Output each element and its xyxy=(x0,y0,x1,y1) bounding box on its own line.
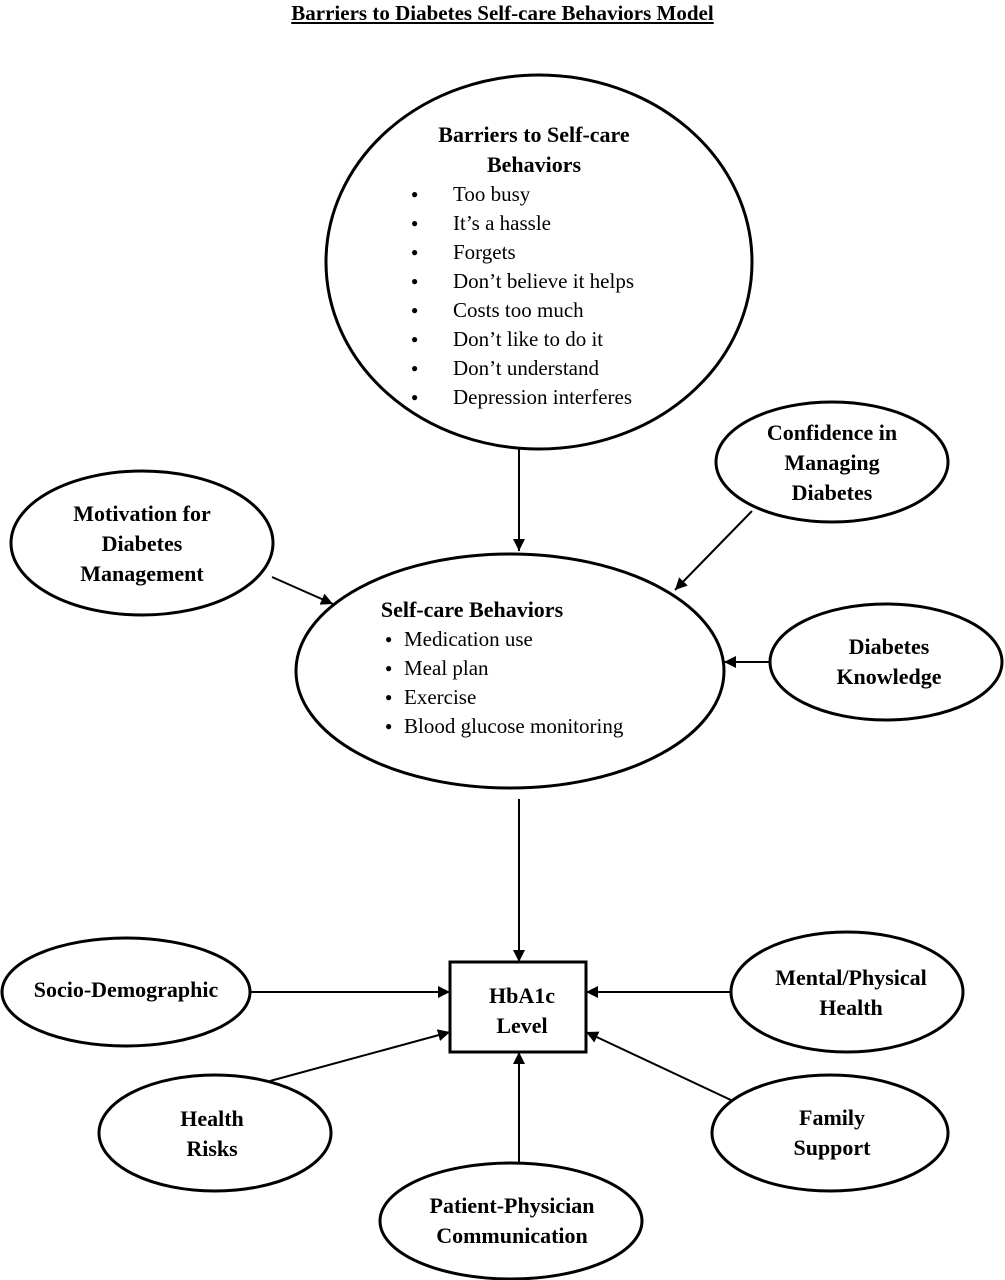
confidence-ellipse xyxy=(714,400,950,524)
arrow-confidence-to-selfcare xyxy=(674,510,753,591)
arrow-health-risks-to-hba1c xyxy=(269,1029,451,1082)
arrow-family-to-hba1c xyxy=(585,1031,734,1102)
list-item: Don’t understand xyxy=(411,354,634,383)
family-label: Family Support xyxy=(793,1105,871,1160)
list-item: It’s a hassle xyxy=(411,209,634,238)
list-item: Costs too much xyxy=(411,296,634,325)
list-item: Meal plan xyxy=(385,654,623,683)
health-risks-ellipse xyxy=(97,1073,333,1193)
selfcare-ellipse xyxy=(294,552,726,790)
health-risks-label: Health Risks xyxy=(180,1106,244,1161)
list-item: Blood glucose monitoring xyxy=(385,712,623,741)
list-item: Too busy xyxy=(411,180,634,209)
list-item: Exercise xyxy=(385,683,623,712)
barriers-ellipse xyxy=(324,73,754,451)
barriers-title: Barriers to Self-care Behaviors xyxy=(438,122,630,177)
communication-ellipse xyxy=(378,1161,644,1280)
confidence-label: Confidence in Managing Diabetes xyxy=(766,420,898,505)
selfcare-title: Self-care Behaviors xyxy=(380,597,564,622)
list-item: Don’t believe it helps xyxy=(411,267,634,296)
list-item: Depression interferes xyxy=(411,383,634,412)
list-item: Medication use xyxy=(385,625,623,654)
knowledge-label: Diabetes Knowledge xyxy=(836,634,942,689)
socio-label: Socio-Demographic xyxy=(33,977,219,1002)
arrow-motivation-to-selfcare xyxy=(271,576,334,605)
communication-label: Patient-Physician Communication xyxy=(429,1193,595,1248)
selfcare-list: Medication use Meal plan Exercise Blood … xyxy=(385,625,623,741)
motivation-label: Motivation for Diabetes Management xyxy=(73,501,211,586)
list-item: Forgets xyxy=(411,238,634,267)
mental-label: Mental/Physical Health xyxy=(775,965,927,1020)
barriers-list: Too busy It’s a hassle Forgets Don’t bel… xyxy=(411,180,634,412)
list-item: Don’t like to do it xyxy=(411,325,634,354)
motivation-ellipse xyxy=(9,469,275,617)
family-ellipse xyxy=(710,1073,950,1193)
hba1c-label: HbA1c Level xyxy=(489,983,555,1038)
diagram-title: Barriers to Diabetes Self-care Behaviors… xyxy=(291,1,714,25)
